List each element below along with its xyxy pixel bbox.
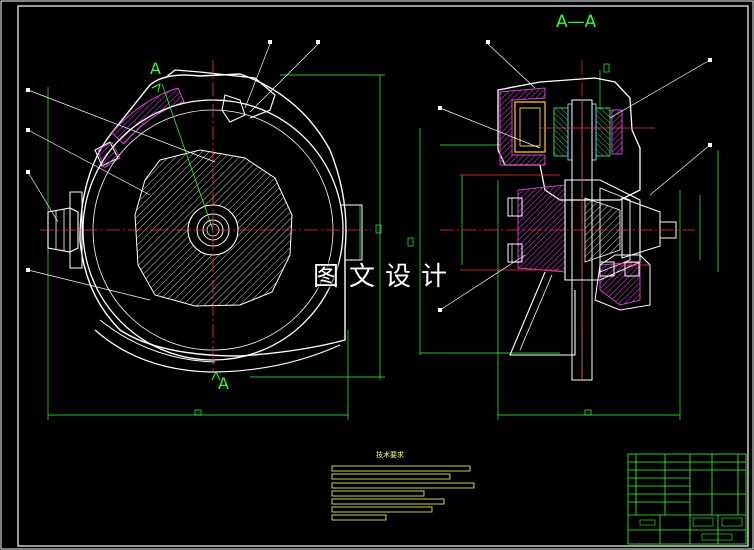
technical-notes [331, 465, 475, 521]
watermark-text: 图文设计 [312, 262, 457, 292]
cut-label-top: A [150, 59, 161, 78]
title-block [627, 453, 747, 545]
cut-label-bottom: A [218, 374, 229, 393]
section-label: A—A [556, 12, 597, 32]
front-view [26, 40, 385, 420]
section-view [407, 40, 719, 420]
drawing-frame [17, 5, 749, 547]
technical-notes-title: 技术要求 [376, 451, 404, 459]
